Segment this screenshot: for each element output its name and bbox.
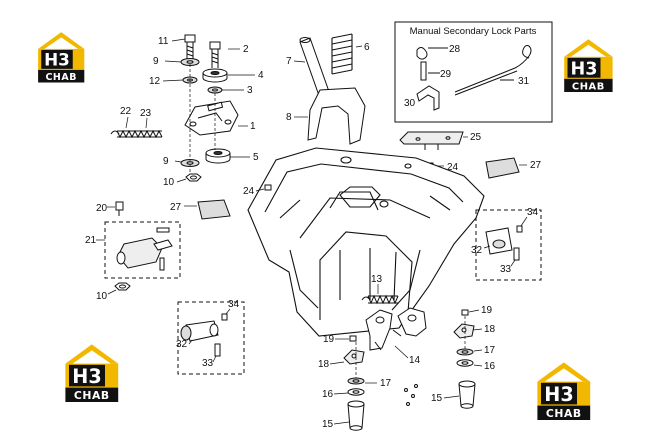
brand-logo-top-left xyxy=(38,32,85,83)
part-nut-10-top xyxy=(185,173,202,182)
callout-14: 14 xyxy=(409,355,421,366)
part-bolt-11 xyxy=(184,34,196,62)
callout-23: 23 xyxy=(140,108,152,119)
part-jaws-14 xyxy=(365,307,427,351)
callout-32-right: 32 xyxy=(471,245,483,256)
assembly-pull-pin-right xyxy=(475,209,542,281)
callout-32-left: 32 xyxy=(176,339,188,350)
stack-lower-left xyxy=(343,335,365,431)
callout-31: 31 xyxy=(518,76,530,87)
part-pad-27-left xyxy=(197,199,231,220)
inset-title: Manual Secondary Lock Parts xyxy=(410,26,537,37)
callout-24-left: 24 xyxy=(243,186,255,197)
callout-19-right: 19 xyxy=(481,305,493,316)
part-spring-6 xyxy=(331,33,353,75)
leader-lines-lower-right xyxy=(443,309,483,399)
callout-13: 13 xyxy=(371,274,383,285)
callout-15-right: 15 xyxy=(431,393,443,404)
part-washer-3 xyxy=(207,86,223,94)
brand-logo-bottom-right xyxy=(537,362,591,420)
callout-4: 4 xyxy=(258,70,264,81)
callout-17-left: 17 xyxy=(380,378,392,389)
callout-25: 25 xyxy=(470,132,482,143)
mounting-stack xyxy=(180,34,239,182)
part-plate-25 xyxy=(399,131,464,150)
callout-12: 12 xyxy=(149,76,161,87)
callout-34-left: 34 xyxy=(228,299,240,310)
callout-27-right: 27 xyxy=(530,160,542,171)
callout-3: 3 xyxy=(247,85,253,96)
callout-16-left: 16 xyxy=(322,389,334,400)
callout-16-right: 16 xyxy=(484,361,496,372)
callout-1: 1 xyxy=(250,121,256,132)
part-bracket-1 xyxy=(184,100,239,136)
callout-10-left: 10 xyxy=(96,291,108,302)
callout-2: 2 xyxy=(243,44,249,55)
part-pin-29 xyxy=(420,61,440,81)
callout-20: 20 xyxy=(96,203,108,214)
callout-9-top: 9 xyxy=(153,56,159,67)
callout-6: 6 xyxy=(364,42,370,53)
brand-logo-bottom-left xyxy=(65,344,119,402)
part-fifth-wheel-plate xyxy=(247,147,485,337)
callout-11: 11 xyxy=(158,36,169,47)
part-rubber-mount-5 xyxy=(205,148,231,164)
stack-lower-right xyxy=(453,309,476,409)
inset-secondary-lock: Manual Secondary Lock Parts 28 29 30 31 xyxy=(394,21,553,123)
part-rubber-mount-4 xyxy=(202,68,228,83)
leader-lines-stack xyxy=(162,38,255,183)
callout-22: 22 xyxy=(120,106,132,117)
callout-7: 7 xyxy=(286,56,292,67)
part-handle-rod-31 xyxy=(454,45,532,96)
callout-18-left: 18 xyxy=(318,359,330,370)
callout-30: 30 xyxy=(404,98,416,109)
callout-15-left: 15 xyxy=(322,419,334,430)
part-small-hardware xyxy=(404,384,418,406)
callout-29: 29 xyxy=(440,69,452,80)
callout-17-right: 17 xyxy=(484,345,496,356)
leader-lines-lower-left xyxy=(329,338,377,425)
part-pad-27-right xyxy=(485,157,520,179)
callout-28: 28 xyxy=(449,44,461,55)
part-fitting-20 xyxy=(115,201,124,216)
part-clip-28 xyxy=(416,47,448,60)
callout-19-left: 19 xyxy=(323,334,335,345)
part-yoke-8 xyxy=(307,87,366,145)
callout-10-top: 10 xyxy=(163,177,175,188)
part-bracket-30 xyxy=(416,85,440,111)
part-nut-10-left xyxy=(114,282,131,291)
part-bolt-2 xyxy=(209,41,221,68)
callout-21: 21 xyxy=(85,235,97,246)
part-actuator-21 xyxy=(104,221,181,279)
part-spring-13 xyxy=(361,294,399,305)
part-screw-24-left xyxy=(264,184,272,191)
callout-34-right: 34 xyxy=(527,207,539,218)
brand-logo-top-right xyxy=(564,39,613,93)
callout-33-left: 33 xyxy=(202,358,214,369)
assembly-pull-pin-left xyxy=(177,301,245,375)
callout-18-right: 18 xyxy=(484,324,496,335)
callout-8: 8 xyxy=(286,112,292,123)
part-spring-22-23 xyxy=(110,129,163,139)
callout-33-right: 33 xyxy=(500,264,512,275)
callout-5: 5 xyxy=(253,152,259,163)
callout-27-left: 27 xyxy=(170,202,182,213)
callout-9-bottom: 9 xyxy=(163,156,169,167)
callout-24-right: 24 xyxy=(447,162,459,173)
